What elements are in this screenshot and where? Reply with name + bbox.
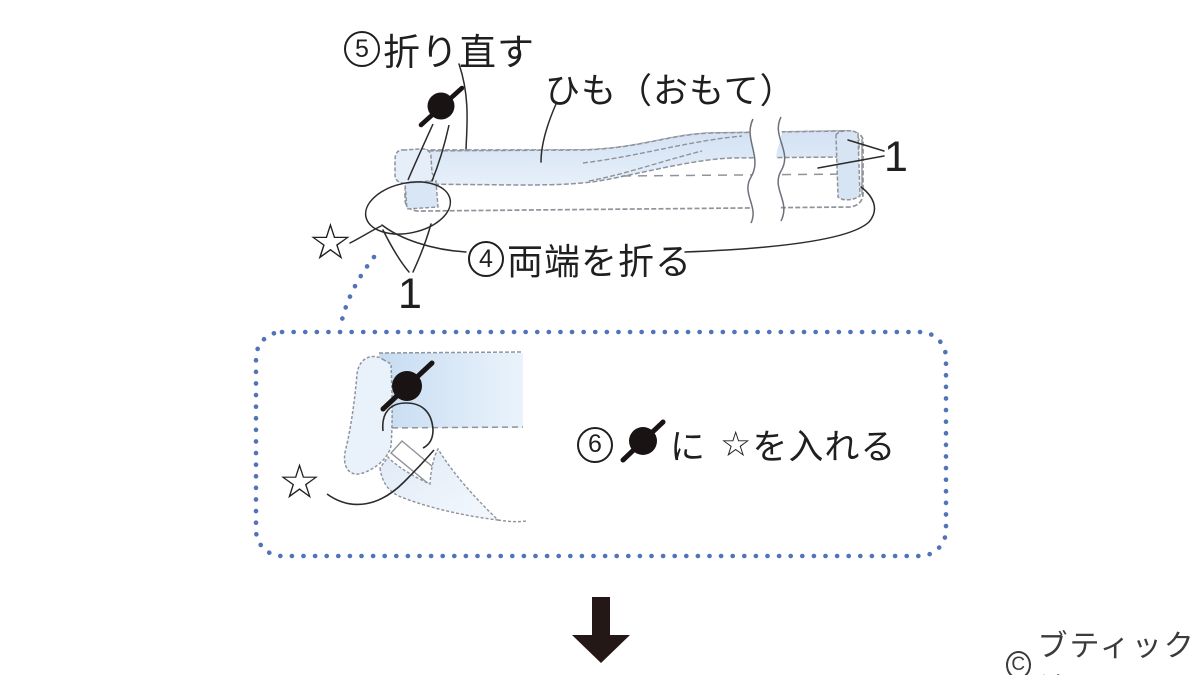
step6-number-circled: 6 xyxy=(577,426,613,463)
fold-crease-line xyxy=(588,150,703,182)
step6-suffix: を入れる xyxy=(752,428,897,467)
detail-left-flap xyxy=(343,355,393,475)
detail-band-bottom-edge xyxy=(381,426,524,429)
copyright-notice: C ブティック社 xyxy=(1006,621,1200,675)
fold-crease-line xyxy=(582,135,743,164)
bead-marker-top xyxy=(407,85,465,182)
bead-slash xyxy=(418,85,465,128)
dim-left-leader xyxy=(412,223,432,273)
star-marker-detail: ☆ xyxy=(278,456,322,509)
cord-label-leader xyxy=(540,103,557,163)
copyright-symbol-circled: C xyxy=(1006,651,1031,675)
step6-particle: に xyxy=(670,428,707,467)
bead-slash xyxy=(380,360,435,412)
detail-fold-dome xyxy=(381,402,434,449)
dim-right-leader xyxy=(847,139,885,152)
detail-illustration xyxy=(326,351,527,523)
detail-triangle-flap xyxy=(379,447,501,521)
bead-marker-detail xyxy=(380,360,435,412)
step5-number-circled: 5 xyxy=(344,31,380,67)
break-squiggle xyxy=(747,118,756,224)
break-gap xyxy=(747,117,784,223)
step5-label: 5 折り直す xyxy=(344,22,535,76)
dim-left-leader xyxy=(382,229,410,273)
dim-label-left: 1 xyxy=(398,270,422,318)
star-leader xyxy=(349,225,382,244)
dim-right-leader xyxy=(817,155,885,169)
detail-star-leader xyxy=(326,449,435,506)
cord-label-text: ひも（おもて） xyxy=(545,72,796,111)
step5-text: 折り直す xyxy=(383,32,535,73)
hidden-edge-dashed xyxy=(621,173,853,177)
detail-box-border xyxy=(253,329,949,559)
bead-icon-inline xyxy=(620,417,666,472)
step4-right-leader xyxy=(684,186,876,253)
copyright-text: ブティック社 xyxy=(1037,630,1196,675)
left-end-fold xyxy=(404,180,439,210)
step5-leader xyxy=(458,63,468,150)
step4-text: 両端を折る xyxy=(507,241,693,282)
bead-leader xyxy=(407,123,434,181)
step4-label: 4 両端を折る xyxy=(468,233,692,285)
detail-band-top-edge xyxy=(378,351,524,354)
left-end-ellipse xyxy=(364,181,452,235)
detail-tip-line xyxy=(497,519,527,523)
cord-illustration xyxy=(394,116,864,224)
right-end-strip xyxy=(835,130,861,201)
down-arrow-icon xyxy=(572,597,630,663)
break-squiggle xyxy=(777,116,786,222)
annotation-lines xyxy=(349,63,885,273)
step4-number-circled: 4 xyxy=(468,241,504,277)
dim-label-right: 1 xyxy=(884,133,908,181)
bead-leader xyxy=(431,124,450,182)
step6-star-glyph: ☆ xyxy=(720,424,753,464)
step4-left-leader xyxy=(381,224,467,253)
step6-label: 6 に ☆ を入れる xyxy=(577,417,896,472)
cord-label: ひも（おもて） xyxy=(545,63,796,114)
bead-icon xyxy=(620,419,666,463)
star-marker-top: ☆ xyxy=(308,214,353,270)
cord-top-band xyxy=(406,130,860,186)
